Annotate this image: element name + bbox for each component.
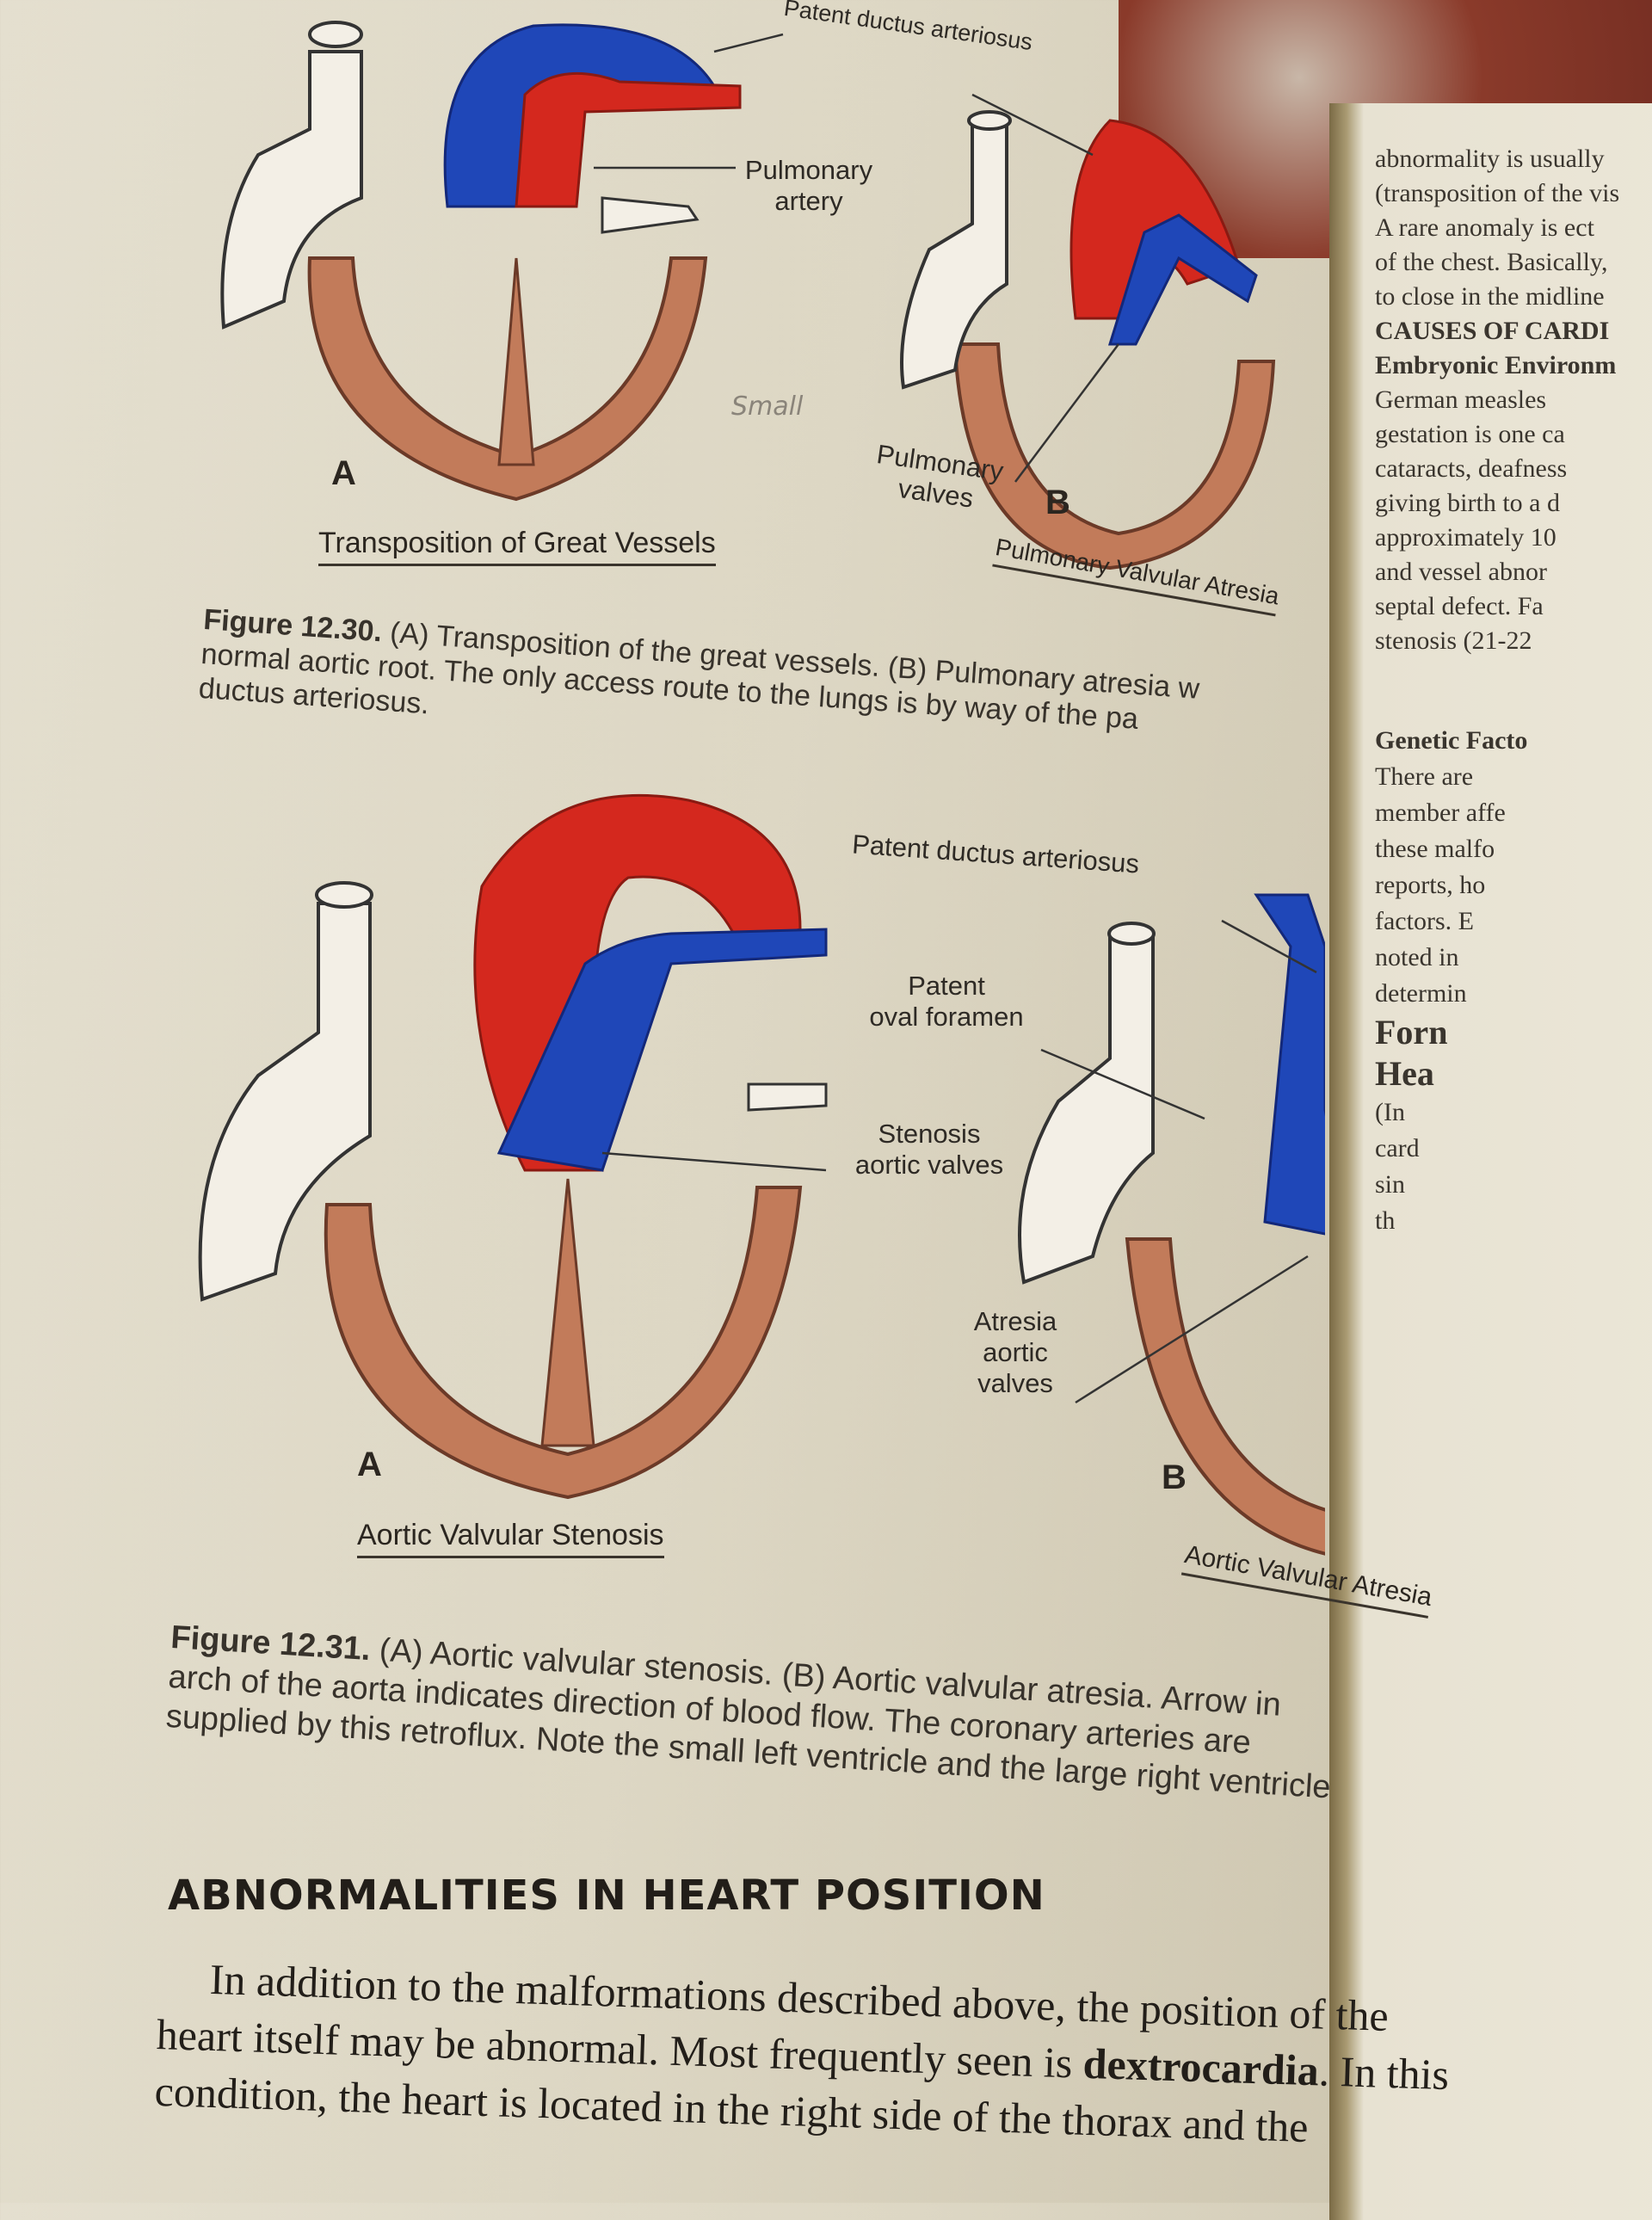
text-line: th [1375,1206,1396,1235]
label-line: Atresia [973,1306,1057,1336]
text-line: German measles [1375,385,1547,414]
heart-12-30-b [900,110,1276,570]
text-line: reports, ho [1375,871,1486,899]
heart-diagrams [198,21,1325,1556]
heart-12-30-a [220,21,742,502]
caption-12-31: Figure 12.31. (A) Aortic valvular stenos… [165,1618,1337,1808]
label-line: aortic [983,1337,1048,1367]
text-line: (transposition of the vis [1375,179,1620,207]
handwritten-note: Small [731,392,804,422]
heart-12-31-b [1018,893,1325,1556]
letter-b-12-30: B [1045,484,1070,521]
right-page-text-lower: Genetic Facto There are member affe thes… [1375,723,1527,1239]
text-line: these malfo [1375,835,1495,863]
title-aortic-stenosis: Aortic Valvular Stenosis [357,1519,664,1558]
text-line: septal defect. Fa [1375,592,1544,620]
section-paragraph: In addition to the malformations describ… [154,1949,1452,2160]
text-line: (In [1375,1098,1405,1126]
text-line: and vessel abnor [1375,558,1547,586]
text-line: of the chest. Basically, [1375,248,1608,276]
label-line: Stenosis [878,1119,981,1149]
right-page [1329,103,1652,2220]
text-line: sin [1375,1170,1406,1199]
label-line: aortic valves [854,1150,1004,1180]
text-line: factors. E [1375,907,1474,935]
label-atresia-aortic-valves: Atresia aortic valves [955,1306,1076,1399]
text: . In this [1317,2046,1450,2100]
text-line: determin [1375,979,1467,1008]
letter-a-12-30: A [331,454,356,492]
text-line: to close in the midline [1375,282,1605,311]
title-transposition: Transposition of Great Vessels [318,527,716,566]
text-line: Forn [1375,1013,1448,1051]
right-page-text: abnormality is usually (transposition of… [1375,142,1619,658]
text-line: gestation is one ca [1375,420,1565,448]
text-line: approximately 10 [1375,523,1556,552]
letter-a-12-31: A [357,1446,382,1483]
text-line: stenosis (21-22 [1375,626,1532,655]
letter-b-12-31: B [1162,1458,1187,1496]
text-line: A rare anomaly is ect [1375,213,1594,242]
right-subheading: Embryonic Environm [1375,351,1617,379]
heart-12-31-a [198,793,828,1500]
label-line: Patent [908,971,985,1001]
text-line: giving birth to a d [1375,489,1560,517]
right-subheading: Genetic Facto [1375,726,1528,755]
label-stenosis-aortic-valves: Stenosis aortic valves [826,1119,1032,1181]
label-patent-oval-foramen: Patent oval foramen [843,971,1050,1033]
text-line: Hea [1375,1054,1434,1093]
label-pulmonary-artery: Pulmonary artery [744,155,873,216]
text-line: cataracts, deafness [1375,454,1568,483]
section-heading: ABNORMALITIES IN HEART POSITION [168,1872,1045,1920]
text-line: member affe [1375,799,1506,827]
right-heading: CAUSES OF CARDI [1375,317,1610,345]
text-line: noted in [1375,943,1459,971]
text-line: abnormality is usually [1375,145,1605,173]
label-line: oval foramen [869,1002,1024,1032]
leader-lines [594,33,1317,1404]
label-line: valves [977,1368,1053,1398]
text-line: There are [1375,762,1474,791]
text-line: card [1375,1134,1420,1162]
bold-term: dextrocardia [1082,2038,1320,2095]
